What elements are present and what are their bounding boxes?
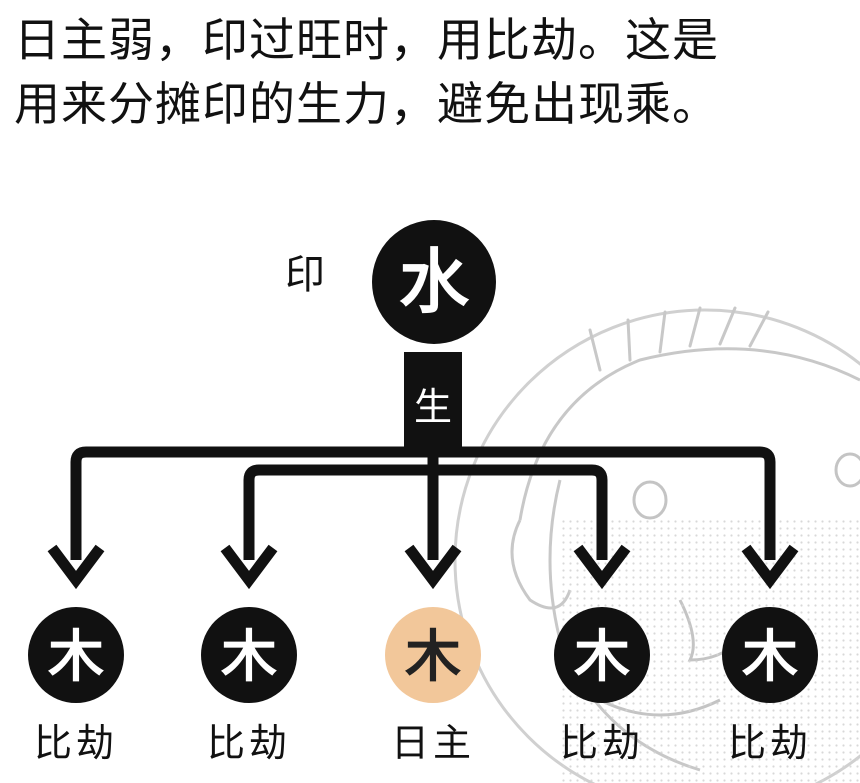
bottom-node-5: 木比劫 bbox=[722, 607, 818, 765]
connector-outer-rail bbox=[70, 446, 776, 560]
arrowhead-1 bbox=[47, 544, 105, 590]
arrowhead-5 bbox=[741, 544, 799, 590]
caption: 日主弱，印过旺时，用比劫。这是 用来分摊印的生力，避免出现乘。 bbox=[14, 8, 854, 136]
arrowheads bbox=[47, 544, 799, 590]
bottom-node-element: 木 bbox=[48, 624, 104, 690]
bottom-node-label: 日主 bbox=[391, 721, 475, 765]
top-node-role-label: 印 bbox=[285, 252, 325, 298]
bottom-node-circle bbox=[722, 607, 818, 703]
bottom-node-circle bbox=[28, 607, 124, 703]
top-node: 印 水 bbox=[285, 220, 496, 344]
connector-label: 生 bbox=[414, 385, 452, 429]
bottom-node-label: 比劫 bbox=[560, 721, 644, 765]
bottom-node-2: 木比劫 bbox=[201, 607, 297, 765]
caption-line-1: 日主弱，印过旺时，用比劫。这是 bbox=[14, 13, 719, 67]
bottom-node-circle bbox=[385, 607, 481, 703]
bottom-node-4: 木比劫 bbox=[554, 607, 650, 765]
bottom-node-1: 木比劫 bbox=[28, 607, 124, 765]
top-node-circle bbox=[372, 220, 496, 344]
bottom-node-element: 木 bbox=[405, 624, 461, 690]
bottom-node-label: 比劫 bbox=[34, 721, 118, 765]
bottom-node-label: 比劫 bbox=[207, 721, 291, 765]
arrowhead-2 bbox=[220, 544, 278, 590]
bottom-node-circle bbox=[201, 607, 297, 703]
bottom-node-element: 木 bbox=[574, 624, 630, 690]
top-node-element: 水 bbox=[399, 240, 470, 323]
cartoon-face-sketch-icon bbox=[453, 306, 860, 783]
connector-lines bbox=[70, 352, 776, 560]
bottom-node-label: 比劫 bbox=[728, 721, 812, 765]
bottom-node-element: 木 bbox=[742, 624, 798, 690]
bottom-node-element: 木 bbox=[221, 624, 277, 690]
arrowhead-3 bbox=[404, 544, 462, 590]
connector-inner-rail bbox=[243, 464, 608, 560]
arrowhead-4 bbox=[573, 544, 631, 590]
caption-line-2: 用来分摊印的生力，避免出现乘。 bbox=[14, 77, 719, 131]
bottom-node-circle bbox=[554, 607, 650, 703]
bottom-node-3: 木日主 bbox=[385, 607, 481, 765]
connector-stem bbox=[404, 352, 462, 452]
